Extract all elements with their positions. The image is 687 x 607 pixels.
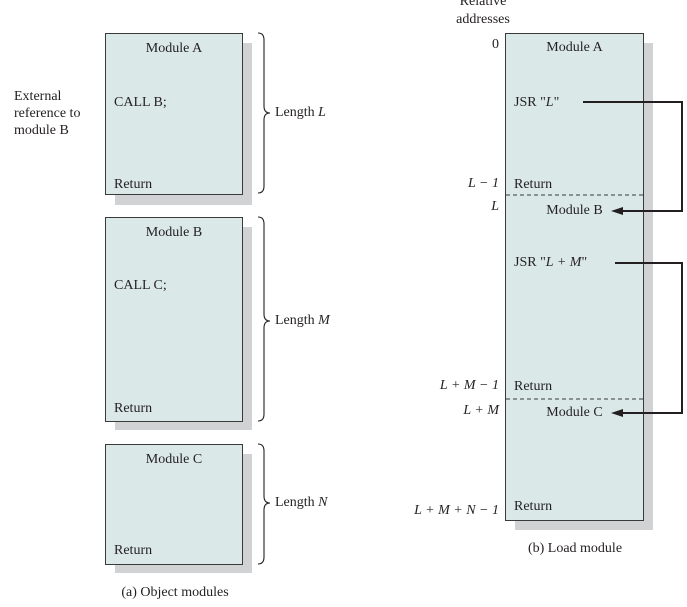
object-module-b: Module B CALL C; Return [105, 217, 243, 422]
call-b-statement: CALL B; [114, 95, 167, 110]
load-module-box: Module A JSR "L" Return Module B JSR "L … [505, 33, 644, 521]
jsr-l-plus-m-instruction: JSR "L + M" [514, 255, 588, 270]
module-a-return: Return [114, 177, 153, 192]
jsr-l-arrow [583, 101, 683, 212]
module-b-title: Module B [145, 225, 203, 240]
length-n-label: Length N [275, 495, 328, 510]
load-module-b-return: Return [514, 379, 553, 394]
external-reference-label: External reference to module B [14, 89, 81, 138]
object-module-a: Module A CALL B; Return [105, 33, 243, 195]
module-a-title: Module A [145, 41, 203, 56]
address-c-end: L + M + N − 1 [414, 503, 499, 518]
relative-addresses-header: Relative addresses [456, 0, 510, 27]
brace-length-l [257, 32, 271, 194]
call-c-statement: CALL C; [114, 278, 167, 293]
object-module-c: Module C Return [105, 444, 243, 565]
object-modules-caption: (a) Object modules [121, 585, 229, 600]
load-module-c-return: Return [514, 499, 553, 514]
module-c-title: Module C [145, 452, 203, 467]
arrowhead-module-c [611, 409, 623, 417]
module-b-return: Return [114, 401, 153, 416]
address-a-end: L − 1 [468, 176, 499, 191]
brace-length-n [257, 443, 271, 565]
address-0: 0 [492, 37, 499, 52]
address-b-start: L [491, 199, 499, 214]
load-module-caption: (b) Load module [527, 541, 623, 556]
arrowhead-module-b [611, 207, 623, 215]
jsr-l-plus-m-arrow [615, 262, 683, 414]
address-c-start: L + M [463, 403, 499, 418]
jsr-l-instruction: JSR "L" [514, 95, 560, 110]
load-module-a-title: Module A [546, 40, 603, 55]
length-m-label: Length M [275, 313, 330, 328]
load-module-b-title: Module B [546, 203, 603, 218]
brace-length-m [257, 216, 271, 422]
load-module-c-title: Module C [546, 405, 603, 420]
module-c-return: Return [114, 543, 153, 558]
length-l-label: Length L [275, 105, 326, 120]
address-b-end: L + M − 1 [439, 378, 499, 393]
load-module-a-return: Return [514, 177, 553, 192]
